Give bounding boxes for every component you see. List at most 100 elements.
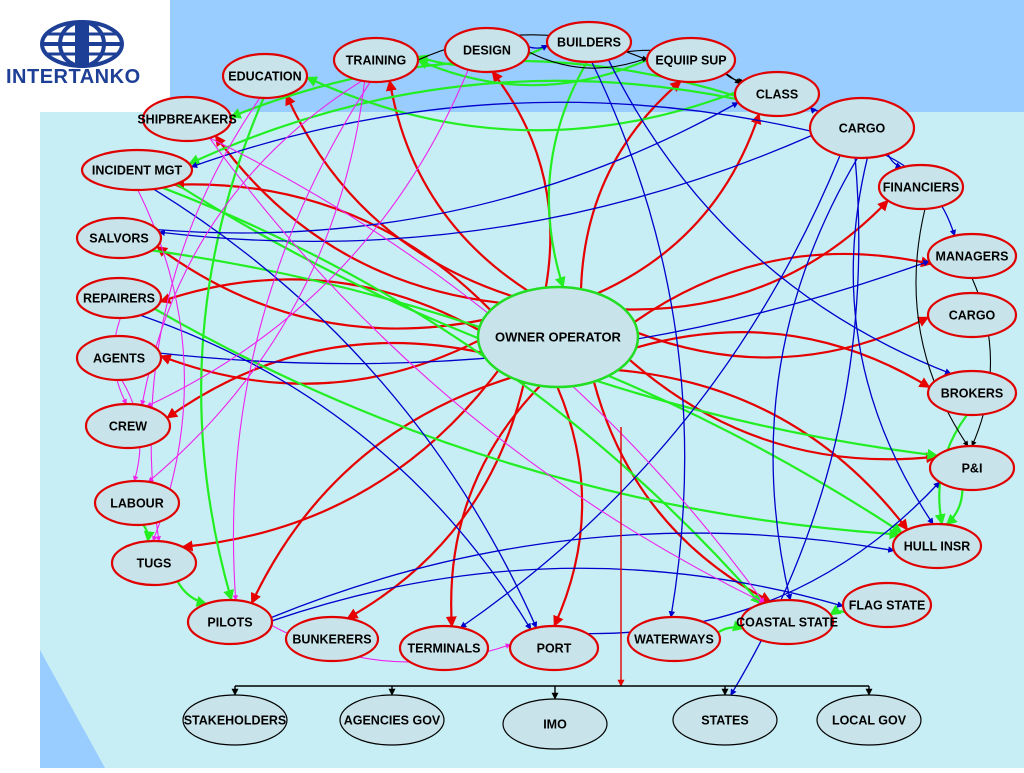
node-tugs-label: TUGS [137,557,172,571]
node-waterways-label: WATERWAYS [634,633,714,647]
node-salvors-shape [75,216,163,260]
node-flag-shape [841,581,933,629]
node-class-label: CLASS [756,88,798,102]
globe-icon [40,20,124,68]
node-builders-shape [545,20,633,64]
edge-cargo_top-to-hull [852,157,934,525]
edge-tugs-to-pilots [176,580,208,607]
node-hull-label: HULL INSR [904,540,970,554]
bottom-node-localgov: LOCAL GOV [816,694,922,746]
bottom-node-stakeholders-label: STAKEHOLDERS [184,714,287,728]
node-waterways: WATERWAYS [626,615,722,663]
bottom-node-states: STATES [672,694,778,746]
edge-pi-to-hull [945,489,964,526]
node-port-shape [508,624,600,672]
edge-class-to-education [305,76,736,132]
node-coastal-label: COASTAL STATE [736,616,838,630]
node-incident-shape [80,148,194,192]
node-financiers-label: FINANCIERS [883,181,959,195]
node-class-shape [733,70,821,118]
node-cargo_right-label: CARGO [949,309,996,323]
node-cargo_top-shape [808,96,916,160]
edge-cargo_top-to-terminals [459,154,841,629]
edge-education-to-tugs [150,97,261,542]
node-shipbreakers-shape [141,95,233,143]
node-shipbreakers-label: SHIPBREAKERS [137,113,236,127]
bottom-node-localgov-shape [816,694,922,746]
node-training: TRAINING [332,36,420,84]
node-hull: HULL INSR [891,522,983,570]
node-agents-label: AGENTS [93,352,145,366]
node-shipbreakers: SHIPBREAKERS [137,95,237,143]
node-class: CLASS [733,70,821,118]
node-repairers-label: REPAIRERS [83,292,155,306]
node-crew: CREW [84,402,172,450]
node-coastal: COASTAL STATE [736,598,838,646]
bottom-node-stakeholders: STAKEHOLDERS [182,694,288,746]
tree-connector-layer [231,427,873,700]
edge-training-to-pilots [232,81,371,601]
edge-class-to-incident [188,79,737,165]
node-repairers-shape [75,276,163,320]
node-bunkerers-shape [284,615,380,663]
bottom-node-imo: IMO [502,698,608,750]
node-salvors-label: SALVORS [89,232,149,246]
node-cargo_right: CARGO [926,291,1018,339]
edge-owner-to-design [491,70,552,288]
node-financiers-shape [877,163,965,211]
edge-labour-to-tugs [142,524,155,543]
edge-training-to-labour [147,81,366,483]
node-education: EDUCATION [221,52,309,100]
bottom-node-states-label: STATES [701,714,748,728]
edge-waterways-to-coastal [717,620,745,634]
bottom-node-agencies-label: AGENCIES GOV [344,714,441,728]
node-design-label: DESIGN [463,44,511,58]
edge-salvors-to-class [157,101,739,234]
node-managers-shape [926,232,1018,280]
node-flag-label: FLAG STATE [849,599,926,613]
node-builders-label: BUILDERS [557,36,621,50]
node-port: PORT [508,624,600,672]
edge-incident-to-port [153,188,537,629]
edge-pilots-to-flag [271,567,844,622]
edge-design-to-builders [528,44,549,51]
node-design-shape [443,26,531,74]
node-tugs-shape [110,539,198,587]
node-terminals-label: TERMINALS [408,642,481,656]
edge-builders-to-brokers [607,59,952,375]
node-repairers: REPAIRERS [75,276,163,320]
edge-owner-to-crew [166,341,483,419]
node-education-label: EDUCATION [228,70,301,84]
node-equip-label: EQUIIP SUP [655,54,726,68]
node-equip: EQUIIP SUP [645,36,737,84]
bottom-node-localgov-label: LOCAL GOV [832,714,907,728]
bottom-node-stakeholders-shape [182,694,288,746]
edge-cargo_top-to-incident [190,101,811,169]
edge-owner-to-repairers [159,278,480,331]
node-cargo_right-shape [926,291,1018,339]
edge-owner-to-bunkerers [346,382,526,620]
node-coastal-shape [739,598,835,646]
edge-repairers-to-port [140,314,532,630]
node-cargo_top-label: CARGO [839,122,886,136]
node-training-label: TRAINING [346,54,406,68]
node-pilots-label: PILOTS [207,616,252,630]
node-tugs: TUGS [110,539,198,587]
bottom-node-states-shape [672,694,778,746]
node-design: DESIGN [443,26,531,74]
node-crew-label: CREW [109,420,147,434]
center-node-owner-label: OWNER OPERATOR [495,330,622,345]
node-managers-label: MANAGERS [936,250,1009,264]
bottom-node-agencies: AGENCIES GOV [339,694,445,746]
node-brokers: BROKERS [926,369,1018,417]
bottom-node-imo-shape [502,698,608,750]
edge-shipbreakers-to-coastal [209,137,765,604]
node-pilots-shape [186,598,274,646]
node-builders: BUILDERS [545,20,633,64]
edge-owner-to-equip [579,80,682,290]
node-incident-label: INCIDENT MGT [92,164,183,178]
edge-repairers-to-hull [153,307,901,540]
bottom-node-agencies-shape [339,694,445,746]
node-waterways-shape [626,615,722,663]
